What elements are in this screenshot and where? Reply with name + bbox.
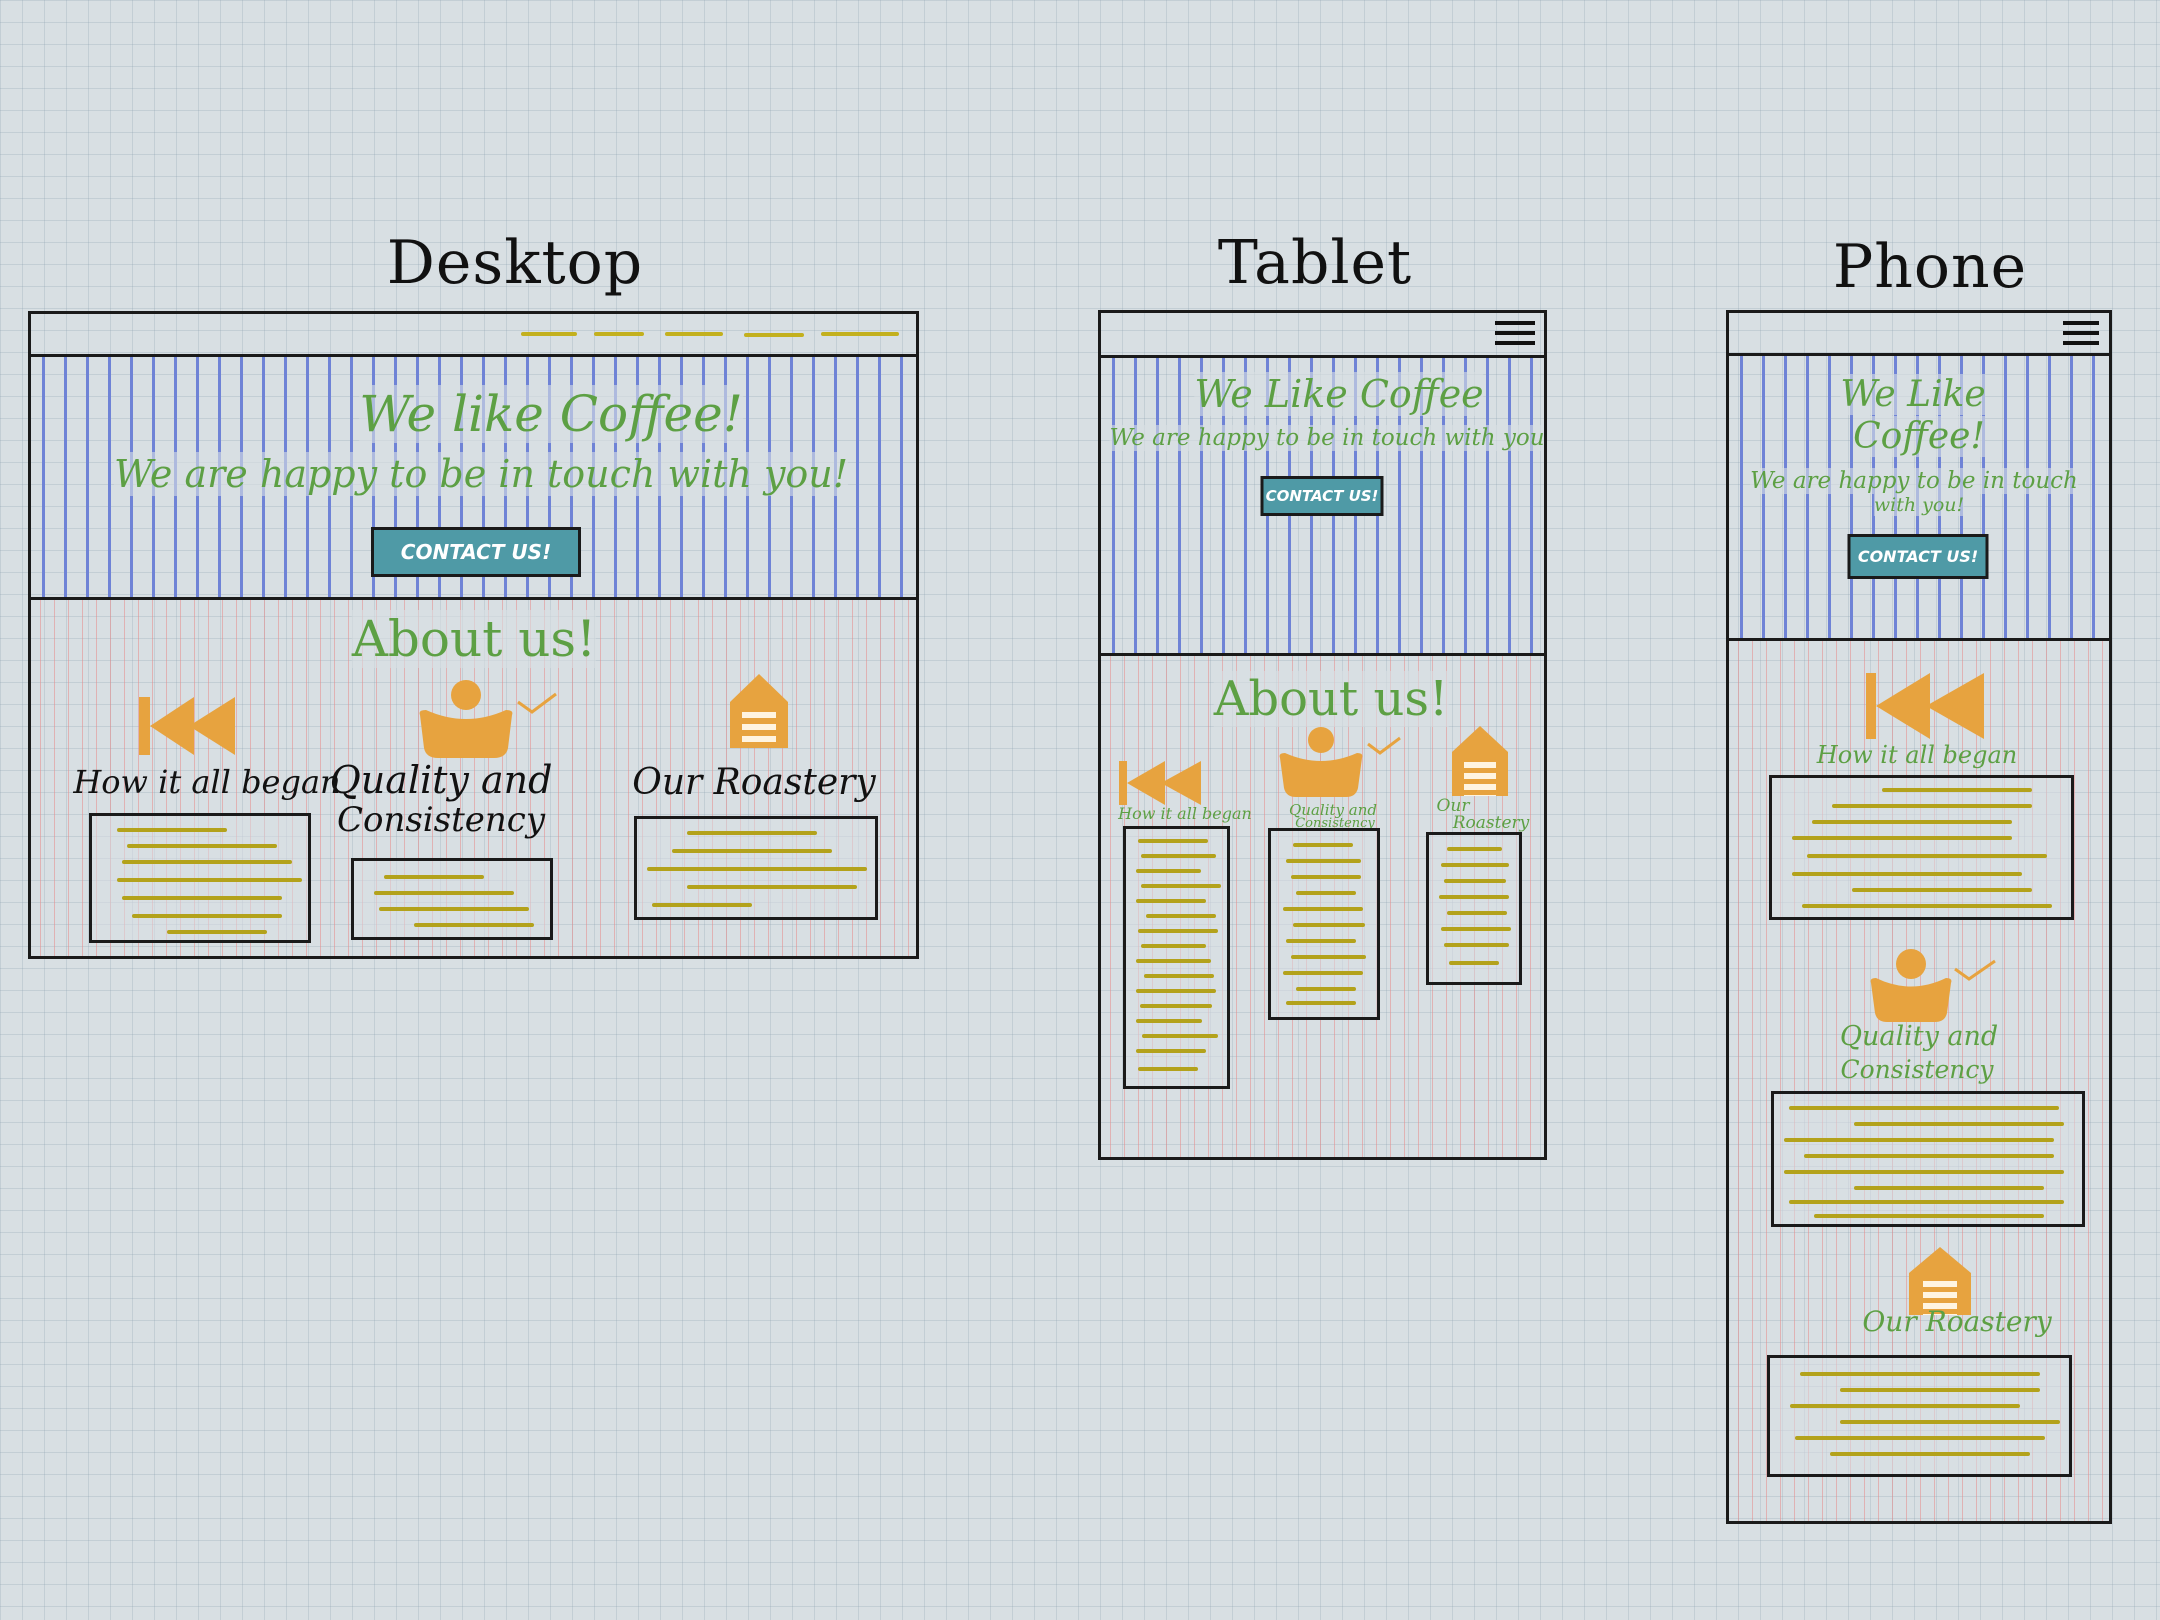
tablet-hero: We Like Coffee We are happy to be in tou… [1101,358,1544,656]
text-card [1771,1091,2085,1227]
phone-about: How it all began Quality and Consistency [1729,641,2109,1521]
hero-title: We Like Coffee [1194,372,1484,416]
card-title: Our Roastery [632,762,876,803]
text-card [351,858,553,940]
contact-button[interactable]: CONTACT US! [371,527,581,577]
nav-link[interactable] [744,333,804,337]
tablet-about: About us! How it all began [1101,656,1544,1157]
card-title: How it all began [1118,804,1252,823]
text-card [89,813,311,943]
contact-button[interactable]: CONTACT US! [1260,476,1384,516]
card-title: How it all began [73,763,341,801]
hero-title: We like Coffee! [359,385,743,443]
phone-hero: We Like Coffee! We are happy to be in to… [1729,356,2109,641]
tablet-wireframe: We Like Coffee We are happy to be in tou… [1098,310,1547,1160]
card-title: Roastery [1452,813,1530,833]
about-heading: About us! [351,610,597,668]
desktop-about: About us! How it all began Quality and C… [31,600,916,956]
house-icon [1452,726,1508,796]
text-card [1123,826,1230,1089]
hero-subtitle: We are happy to be in touch [1750,468,2078,494]
desktop-nav-bar [31,314,916,357]
tablet-label: Tablet [1217,228,1413,298]
card-title: Our Roastery [1862,1305,2052,1338]
house-icon [1909,1247,1971,1315]
nav-link[interactable] [821,332,899,336]
tablet-nav-bar [1101,313,1544,358]
text-card [1268,828,1380,1020]
nav-link[interactable] [521,332,577,336]
desktop-hero: We like Coffee! We are happy to be in to… [31,357,916,600]
house-icon [730,674,788,748]
rewind-icon [1866,673,1984,739]
text-card [634,816,878,920]
card-title: How it all began [1816,741,2018,769]
text-card [1426,832,1522,985]
contact-button[interactable]: CONTACT US! [1847,534,1989,579]
person-check-icon [419,680,557,758]
hero-subtitle: with you! [1873,494,1965,516]
hero-subtitle: We are happy to be in touch with you! [113,452,849,496]
hero-title: Coffee! [1853,416,1985,457]
hero-title: We Like [1840,374,1986,415]
card-title: Quality and [1839,1021,1999,1052]
person-check-icon [1870,949,1996,1022]
phone-label: Phone [1832,232,2028,302]
hamburger-menu-icon[interactable] [1495,321,1535,351]
about-heading: About us! [1213,671,1449,727]
card-title: Quality and [329,758,553,802]
nav-link[interactable] [594,332,644,336]
text-card [1769,775,2074,920]
rewind-icon [1119,761,1201,805]
rewind-icon [139,697,235,755]
phone-wireframe: We Like Coffee! We are happy to be in to… [1726,310,2112,1524]
text-card [1767,1355,2072,1477]
hamburger-menu-icon[interactable] [2063,321,2099,351]
card-title: Our [1436,796,1470,816]
desktop-label: Desktop [386,228,644,298]
card-title: Consistency [1840,1055,1994,1084]
phone-nav-bar [1729,313,2109,356]
card-title: Consistency [336,800,546,840]
hero-subtitle: We are happy to be in touch with you [1109,425,1545,451]
card-title: Consistency [1295,816,1375,831]
desktop-wireframe: We like Coffee! We are happy to be in to… [28,311,919,959]
card-title: Quality and [1289,801,1377,819]
person-check-icon [1279,727,1401,797]
nav-link[interactable] [665,332,723,336]
